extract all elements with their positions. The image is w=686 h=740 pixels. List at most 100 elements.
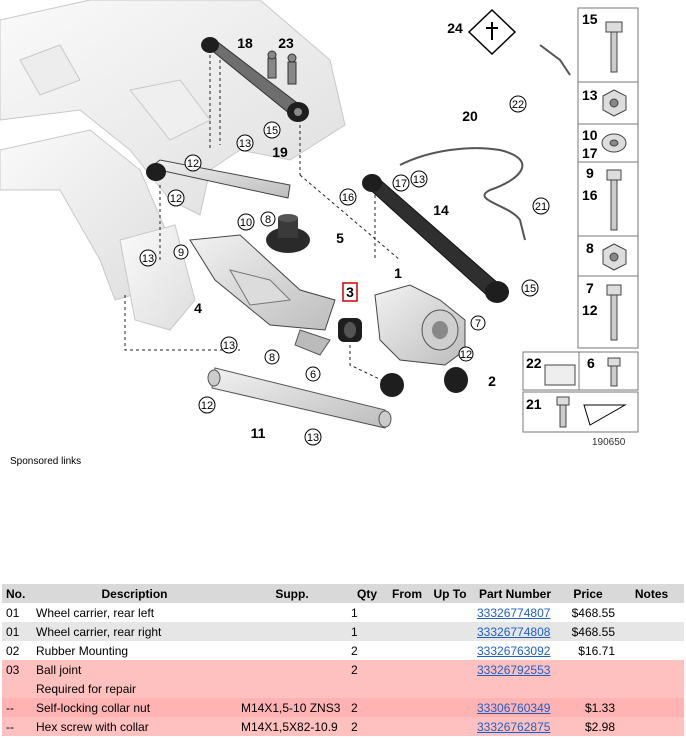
cell-no: -- (2, 698, 32, 717)
cell-notes (619, 603, 684, 622)
cell-supp (237, 679, 347, 698)
electric-warning-icon (467, 8, 517, 56)
panel-label-13: 13 (582, 87, 598, 103)
part-number-link[interactable]: 33326762875 (477, 719, 551, 734)
panel-label-8: 8 (586, 240, 594, 256)
svg-text:13: 13 (239, 138, 251, 150)
parts-table: No. Description Supp. Qty From Up To Par… (2, 584, 684, 736)
cell-upto (427, 641, 473, 660)
svg-text:3: 3 (346, 284, 354, 300)
cell-price (557, 660, 619, 679)
svg-text:16: 16 (342, 192, 354, 204)
label-11: 11 (251, 425, 266, 441)
bracket-23 (267, 50, 297, 85)
svg-text:15: 15 (524, 283, 536, 295)
callout-8a: 8 (260, 211, 276, 227)
nut-icon (602, 89, 627, 117)
fastener-icons (544, 21, 627, 428)
cell-description: Wheel carrier, rear left (32, 603, 237, 622)
cell-from (387, 660, 427, 679)
part-number-link[interactable]: 33326792553 (477, 662, 551, 677)
cell-description: Rubber Mounting (32, 641, 237, 660)
control-arm-14 (362, 174, 509, 303)
cell-price: $1.33 (557, 698, 619, 717)
callout-12a: 12 (184, 154, 202, 172)
callout-21: 21 (532, 197, 550, 215)
table-row: Required for repair (2, 679, 684, 698)
svg-text:13: 13 (413, 174, 425, 186)
cell-price: $468.55 (557, 603, 619, 622)
part-number-link[interactable]: 33326763092 (477, 643, 551, 658)
cell-supp (237, 641, 347, 660)
cell-from (387, 622, 427, 641)
cell-supp: M14X1,5X82-10.9 (237, 717, 347, 736)
cell-qty: 2 (347, 698, 387, 717)
callout-6: 6 (305, 366, 321, 382)
callout-15b: 15 (521, 279, 539, 297)
ball-joint-3 (338, 318, 362, 342)
cell-notes (619, 717, 684, 736)
header-price: Price (557, 584, 619, 603)
cell-description: Wheel carrier, rear right (32, 622, 237, 641)
label-4: 4 (194, 300, 202, 316)
panel-label-7: 7 (586, 280, 594, 296)
cell-upto (427, 603, 473, 622)
image-code: 190650 (592, 437, 626, 448)
svg-text:21: 21 (535, 201, 547, 213)
part-number-link[interactable]: 33306760349 (477, 700, 551, 715)
callout-13c: 13 (220, 336, 238, 354)
label-14: 14 (433, 202, 449, 218)
part-number-link[interactable]: 33326774807 (477, 605, 551, 620)
callout-13d: 13 (304, 428, 322, 446)
header-description: Description (32, 584, 237, 603)
callout-13e: 13 (410, 170, 428, 188)
label-18: 18 (237, 35, 253, 51)
callout-13b: 13 (139, 249, 157, 267)
cell-supp (237, 603, 347, 622)
cell-part-number: 33326763092 (473, 641, 557, 660)
callout-12d: 12 (458, 346, 474, 362)
label-23: 23 (278, 35, 294, 51)
cell-upto (427, 622, 473, 641)
svg-text:7: 7 (475, 318, 481, 330)
cell-supp (237, 622, 347, 641)
cell-from (387, 679, 427, 698)
cell-no: -- (2, 717, 32, 736)
small-bolt-icon (607, 357, 621, 387)
cell-qty: 1 (347, 603, 387, 622)
cell-qty: 2 (347, 660, 387, 679)
header-notes: Notes (619, 584, 684, 603)
sensor-wire-20 (399, 147, 526, 241)
svg-text:12: 12 (170, 193, 182, 205)
label-5: 5 (336, 230, 344, 246)
callout-3-highlight: 3 (342, 282, 358, 302)
hex-nut-icon (602, 243, 627, 271)
callout-12c: 12 (198, 396, 216, 414)
callout-8b: 8 (264, 349, 280, 365)
cell-price: $2.98 (557, 717, 619, 736)
cell-supp (237, 660, 347, 679)
svg-text:8: 8 (269, 352, 275, 364)
part-number-link[interactable]: 33326774808 (477, 624, 551, 639)
svg-text:13: 13 (142, 253, 154, 265)
cell-upto (427, 660, 473, 679)
header-qty: Qty (347, 584, 387, 603)
cell-no (2, 679, 32, 698)
panel-label-12: 12 (582, 302, 598, 318)
cell-price: $16.71 (557, 641, 619, 660)
panel-label-9: 9 (586, 165, 594, 181)
cell-from (387, 603, 427, 622)
cell-from (387, 698, 427, 717)
callout-10: 10 (237, 213, 255, 231)
socket-screw-icon (556, 396, 570, 428)
table-header-row: No. Description Supp. Qty From Up To Par… (2, 584, 684, 603)
cell-upto (427, 698, 473, 717)
panel-label-21: 21 (526, 396, 542, 412)
callout-22: 22 (509, 95, 527, 113)
cell-part-number: 33306760349 (473, 698, 557, 717)
